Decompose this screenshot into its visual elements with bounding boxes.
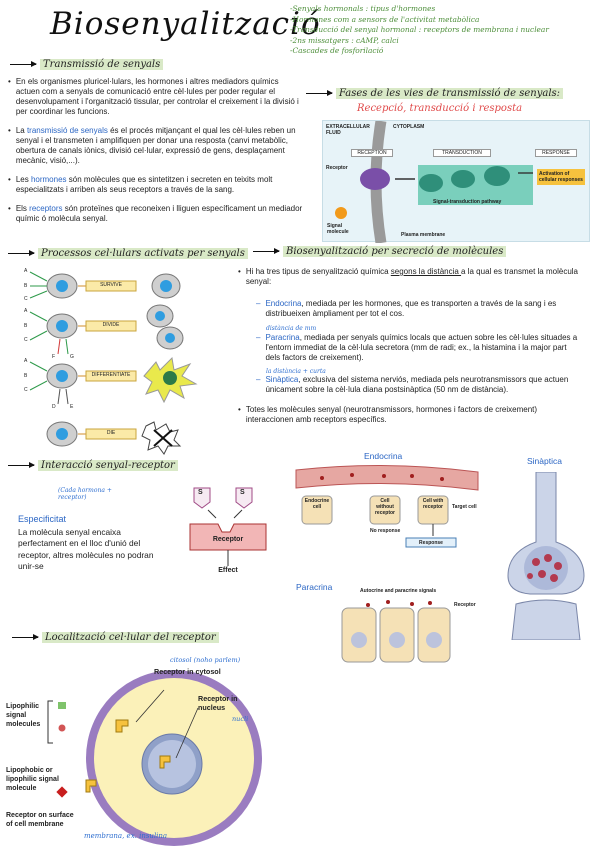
page-title: Biosenyalització [50,6,321,42]
header-note: -Senyals hormonals : tipus d'hormones [290,4,436,13]
especificitat-text: La molècula senyal encaixa perfectament … [18,527,154,572]
process-label-survive: SURVIVE [100,282,122,288]
figure-title-endocrina: Endocrina [364,451,403,461]
transduction-figure: EXTRACELLULAR FLUID CYTOPLASM RECEPTION … [322,120,590,243]
signal-letter: C [24,387,28,393]
signal-letter: A [24,308,28,314]
list-item: •Les hormones són molècules que es sinte… [8,175,273,194]
header-note: -Transducció del senyal hormonal : recep… [290,25,549,35]
label-receptor: Receptor [326,165,348,171]
fases-subheading: Recepció, transducció i resposta [357,103,523,114]
arrow-icon [8,250,35,255]
label-paracrine-receptor: Receptor [454,602,476,608]
section-heading-fases: Fases de les vies de transmissió de seny… [306,88,564,99]
signal-letter: C [24,337,28,343]
annotation-note: nucli [232,715,249,723]
arrow-icon [10,61,37,66]
transmissio-text: •En els organismes pluricel·lulars, les … [8,77,304,224]
section-heading-interaccio: Interacció senyal-receptor [8,460,178,471]
section-heading-localitzacio: Localització cel·lular del receptor [12,632,219,643]
signal-molecules-icon [56,702,68,798]
signal-letter: A [24,358,28,364]
annotation-note: citosol (noho parlem) [170,656,241,664]
label-cell-without: Cell without receptor [374,498,395,516]
process-label-divide: DIVIDE [102,322,120,328]
list-item: •La transmissió de senyals és el procés … [8,126,296,165]
annotation-note: (Cada hormona + receptor) [58,487,112,501]
label-endocrine-cell: Endocrine cell [304,498,330,510]
label-auto-para: Autocrine and paracrine signals [360,588,437,594]
biosecrecio-text: •Hi ha tres tipus de senyalització quími… [238,267,582,425]
list-item: –Paracrina, mediada per senyals químics … [256,332,578,362]
header-note: -Cascades de fosforilació [290,46,384,56]
list-item: •En els organismes pluricel·lulars, les … [8,77,299,116]
cell-process-diagram: SURVIVE DIVIDE DIFFERENTIATE DIE A B C A… [20,266,220,456]
label-surface: Receptor on surface of cell membrane [6,812,74,828]
section-heading-biosecrecio: Biosenyalització per secreció de molècul… [253,246,507,257]
label-cytoplasm: CYTOPLASM [393,124,425,130]
paracrine-figure [340,598,452,664]
label-receptor-cytosol: Receptor in cytosol [154,667,221,676]
bracket-icon [47,700,53,744]
receptor-diagram: S S Receptor Effect [186,484,272,576]
header-notes: -Senyals hormonals : tipus d'hormones -H… [290,4,590,57]
figure-title-paracrina: Paracrina [296,582,333,592]
signal-s1: S [198,489,203,496]
label-lipophilic: Lipophilic signal molecules [6,703,41,728]
label-response: Response [419,540,443,546]
label-pathway: Signal-transduction pathway [433,199,502,205]
receptor-label: Receptor [212,536,244,543]
synapse-figure [500,472,592,640]
annotation-note: membrana, ex. insulina [84,832,168,840]
signal-letter: B [24,373,28,379]
signal-letter: C [24,296,28,302]
process-label-die: DIE [106,430,116,436]
process-label-differentiate: DIFFERENTIATE [91,372,131,378]
signal-letter: F [52,354,56,360]
label-transduction: TRANSDUCTION [433,149,491,157]
arrow-icon [253,248,280,253]
signal-s2: S [240,489,245,496]
label-signal-molecule: Signal molecule [327,223,349,235]
signal-letter: A [24,268,28,274]
cell-receptor-diagram [76,660,272,846]
section-heading-processos: Processos cel·lulars activats per senyal… [8,248,248,259]
endocrine-figure: Endocrine cell Cell without receptor Cel… [292,464,482,564]
annotation-note: distància de mm [266,325,317,332]
label-no-response: No response [370,528,401,534]
label-extracellular: EXTRACELLULAR FLUID [326,124,370,136]
list-item: –Endocrina, mediada per les hormones, qu… [256,299,557,318]
list-item: –Sinàptica, exclusiva del sistema nervió… [256,375,569,394]
label-lipophobic: Lipophobic or lipophilic signal molecule [6,767,59,792]
especificitat-term: Especificitat [18,514,67,524]
list-item: •Hi ha tres tipus de senyalització quími… [238,267,578,286]
list-item: •Els receptors són proteïnes que reconei… [8,204,303,223]
label-membrane: Plasma membrane [401,232,446,238]
section-heading-transmissio: Transmissió de senyals [10,59,164,70]
label-response: RESPONSE [535,149,577,157]
arrow-icon [8,462,35,467]
signal-letter: B [24,283,28,289]
list-item: •Totes les molècules senyal (neurotransm… [238,405,538,424]
signal-letter: B [24,323,28,329]
arrow-icon [12,634,39,639]
header-note: -2ns missatgers : cAMP, calci [290,35,399,45]
arrow-icon [306,90,333,95]
label-receptor-nucleus: Receptor in nucleus [198,694,238,712]
figure-title-sinaptica: Sinàptica [527,456,562,466]
signal-letter: D [52,404,56,410]
header-note: -Hormones com a sensors de l'activitat m… [290,14,480,24]
effect-label: Effect [218,567,238,574]
label-target-cell: Target cell [452,504,477,510]
label-cell-with: Cell with receptor [422,498,444,510]
label-reception: RECEPTION [351,149,393,157]
annotation-note: la distància + curta [266,367,326,375]
label-activation: Activation of cellular responses [537,169,585,185]
signal-letter: E [70,404,74,410]
signal-letter: G [70,354,74,360]
